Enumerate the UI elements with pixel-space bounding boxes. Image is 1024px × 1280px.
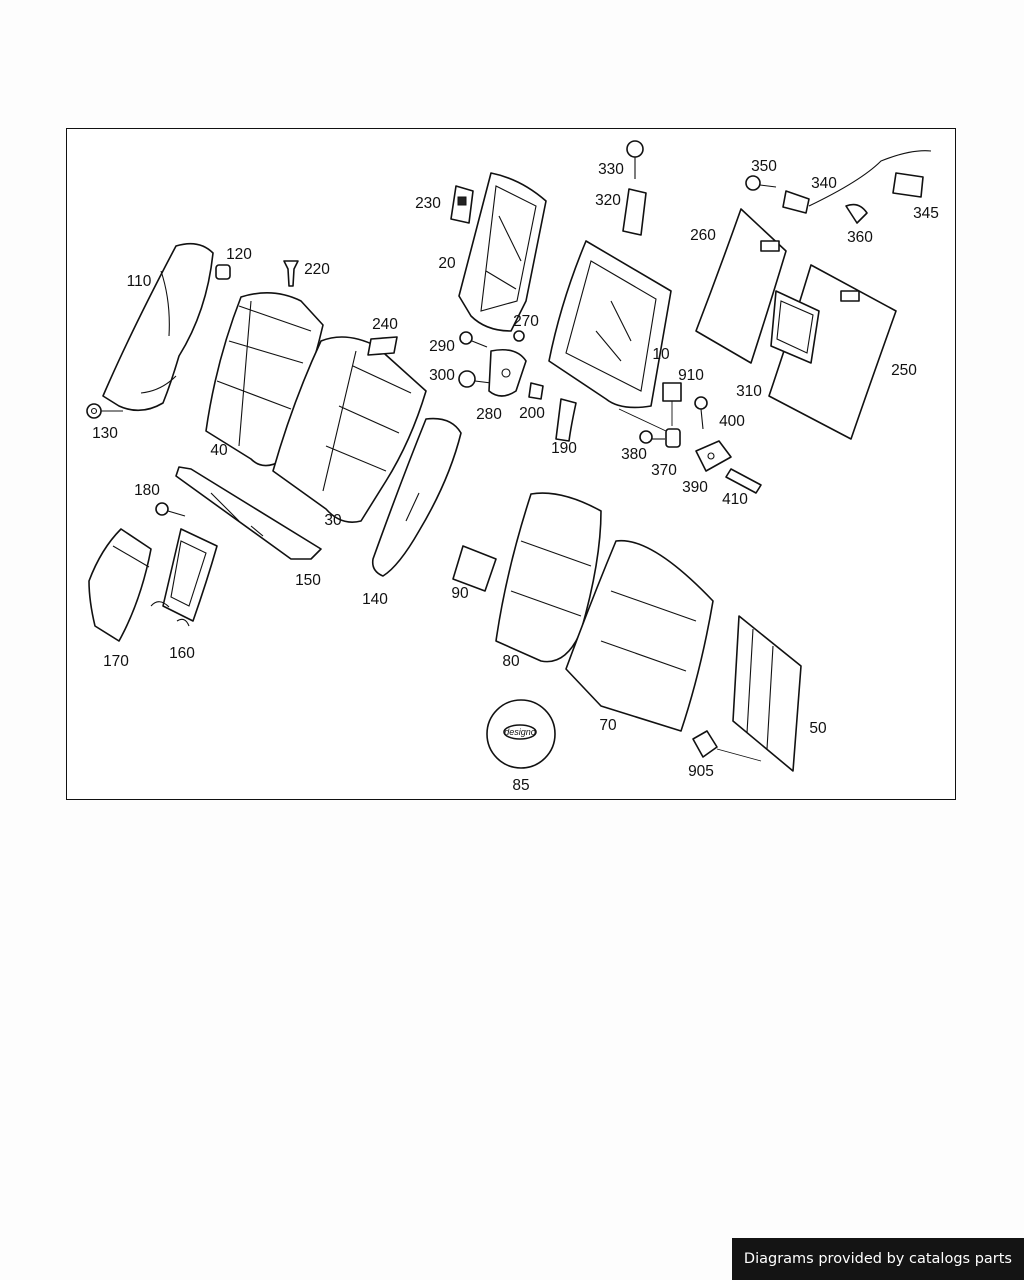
part-number-labels: 10 20 30 40 50 70 80 85 90 110 120 130 1… [92, 158, 939, 794]
part-label-400: 400 [719, 413, 745, 430]
part-330-screw [626, 140, 644, 179]
part-200-clip [528, 382, 544, 400]
part-370-bushing [665, 428, 681, 448]
part-220-pin [283, 260, 299, 287]
part-label-345: 345 [913, 205, 939, 222]
part-label-330: 330 [598, 161, 624, 178]
part-270-clip [513, 330, 525, 342]
part-label-905: 905 [688, 763, 714, 780]
part-180-screw [155, 502, 186, 517]
part-label-230: 230 [415, 195, 441, 212]
designo-logo-text: designo [504, 727, 536, 737]
part-70-seat-cushion-right [565, 539, 714, 732]
part-340-cable [782, 150, 932, 214]
part-label-270: 270 [513, 313, 539, 330]
part-label-70: 70 [599, 717, 617, 734]
part-110-side-bolster [102, 242, 214, 412]
part-400-screw [694, 396, 708, 430]
part-label-190: 190 [551, 440, 577, 457]
part-label-85: 85 [512, 777, 529, 794]
part-label-240: 240 [372, 316, 398, 333]
part-150-rail [175, 466, 322, 560]
part-label-410: 410 [722, 491, 748, 508]
part-label-110: 110 [127, 273, 152, 290]
part-label-170: 170 [103, 653, 129, 670]
part-label-390: 390 [682, 479, 708, 496]
part-280-bracket [488, 348, 527, 397]
part-50-mat [732, 615, 802, 772]
part-170-armrest-cover [88, 528, 152, 642]
part-label-250: 250 [891, 362, 917, 379]
part-300-bolt [458, 370, 492, 388]
part-360-clip [845, 203, 868, 224]
part-160-armrest-frame [150, 528, 218, 627]
part-410-pin [725, 468, 762, 494]
part-label-160: 160 [169, 645, 195, 662]
part-label-220: 220 [304, 261, 330, 278]
part-label-910: 910 [678, 367, 704, 384]
part-20-backrest-frame [458, 172, 547, 332]
part-905-tag [692, 730, 762, 762]
part-label-320: 320 [595, 192, 621, 209]
parts-diagram: designo 10 20 30 40 50 70 80 85 90 110 1… [86, 140, 939, 794]
part-label-40: 40 [210, 442, 228, 459]
part-label-140: 140 [362, 591, 388, 608]
part-label-290: 290 [429, 338, 455, 355]
part-label-120: 120 [226, 246, 252, 263]
part-390-bracket [695, 440, 732, 472]
part-label-280: 280 [476, 406, 502, 423]
part-230-latch [450, 185, 474, 224]
part-350-screw [745, 175, 777, 191]
diagram-frame: designo 10 20 30 40 50 70 80 85 90 110 1… [66, 128, 956, 800]
part-label-130: 130 [92, 425, 118, 442]
part-label-360: 360 [847, 229, 873, 246]
part-290-screw [459, 331, 488, 348]
part-label-200: 200 [519, 405, 545, 422]
part-label-80: 80 [502, 653, 520, 670]
part-10-seat-frame [548, 240, 672, 409]
part-label-380: 380 [621, 446, 647, 463]
part-label-340: 340 [811, 175, 837, 192]
part-190-hinge [555, 398, 577, 442]
part-label-310: 310 [736, 383, 762, 400]
part-label-90: 90 [451, 585, 469, 602]
part-label-300: 300 [429, 367, 455, 384]
part-310-module [770, 290, 820, 364]
part-380-bolt [639, 430, 665, 444]
part-label-30: 30 [324, 512, 342, 529]
part-label-10: 10 [652, 346, 670, 363]
part-130-screw [86, 403, 123, 419]
part-label-150: 150 [295, 572, 321, 589]
part-label-350: 350 [751, 158, 777, 175]
part-85-designo-badge: designo [486, 699, 556, 769]
part-label-20: 20 [438, 255, 456, 272]
part-345-connector [892, 172, 924, 198]
part-240-clip [367, 336, 398, 356]
part-120-clip [215, 264, 231, 280]
part-90-pad [452, 545, 497, 592]
part-label-370: 370 [651, 462, 677, 479]
part-label-180: 180 [134, 482, 160, 499]
part-260-panel [695, 208, 787, 364]
credit-badge: Diagrams provided by catalogs parts [731, 1238, 1024, 1280]
part-label-260: 260 [690, 227, 716, 244]
part-140-side-bolster [371, 417, 462, 577]
leader-line [618, 408, 667, 432]
part-910-label [662, 382, 682, 426]
part-label-50: 50 [809, 720, 827, 737]
part-320-bracket [622, 188, 647, 236]
